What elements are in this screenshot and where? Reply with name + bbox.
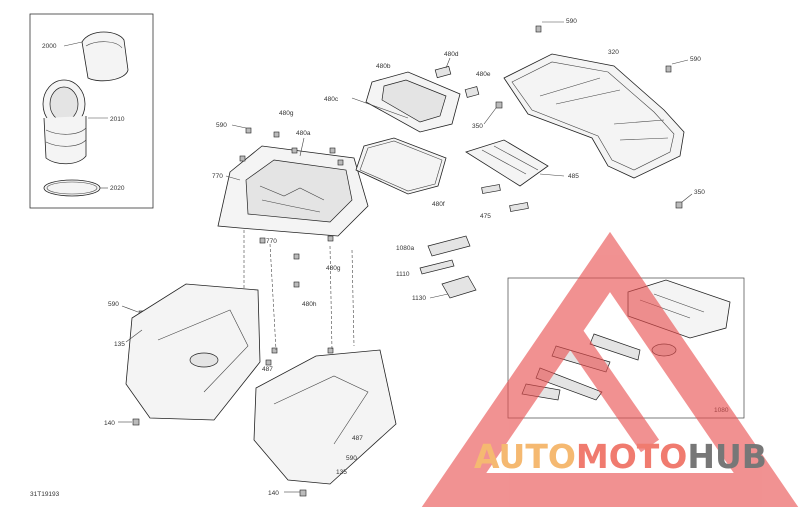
part-tool-1110 (419, 259, 455, 275)
part-rear-rack (503, 53, 685, 179)
callout-487-a: 487 (262, 366, 273, 373)
part-storage-lid (365, 71, 461, 133)
part-gasket (355, 137, 447, 195)
part-intake-cover (81, 31, 129, 82)
watermark-text: AUTOMOTOHUB (474, 437, 767, 476)
part-fender-right (253, 349, 397, 485)
callout-135-b: 135 (336, 469, 347, 476)
callout-480e-a: 480e (476, 71, 491, 78)
part-cargo-mat (465, 139, 549, 187)
part-clamp (43, 179, 101, 197)
callout-485: 485 (568, 173, 579, 180)
part-storage-tray (217, 145, 369, 237)
callout-487-b: 487 (352, 435, 363, 442)
callout-590-b: 590 (566, 18, 577, 25)
watermark-moto: MOTO (576, 437, 687, 476)
part-decal-b (509, 202, 529, 212)
callout-2000: 2000 (42, 43, 57, 50)
callout-770-a: 770 (212, 173, 223, 180)
callout-480d: 480d (444, 51, 459, 58)
part-pouch-1130 (441, 275, 477, 299)
callout-140-a: 140 (104, 420, 115, 427)
diagram-ref-code: 31T19193 (30, 491, 60, 498)
callout-770-b: 770 (266, 238, 277, 245)
callout-590-e: 590 (346, 455, 357, 462)
part-latch-480d (434, 65, 452, 79)
callout-480f: 480f (432, 201, 445, 208)
callout-480h: 480h (302, 301, 317, 308)
callout-350-b: 350 (694, 189, 705, 196)
callout-480c: 480c (324, 96, 339, 103)
callout-480b: 480b (376, 63, 391, 70)
callout-2020: 2020 (110, 185, 125, 192)
callout-480a: 480a (296, 130, 311, 137)
part-intake-duct (42, 79, 87, 165)
watermark-auto: AUTO (474, 437, 576, 476)
callout-590-a: 590 (216, 122, 227, 129)
callout-140-b: 140 (268, 490, 279, 497)
callout-350-a: 350 (472, 123, 483, 130)
callout-1130: 1130 (412, 295, 426, 302)
watermark-hub: HUB (687, 437, 767, 476)
part-latch-480e (464, 86, 480, 98)
part-fender-left (125, 283, 261, 421)
inset-frame-intake (29, 13, 154, 209)
callout-1110: 1110 (396, 271, 410, 278)
callout-135-a: 135 (114, 341, 125, 348)
callout-2010: 2010 (110, 116, 125, 123)
part-decal-a (481, 184, 501, 194)
callout-590-d: 590 (108, 301, 119, 308)
callout-480g-a: 480g (279, 110, 294, 117)
part-tool-1080a (427, 235, 471, 257)
callout-1080a: 1080a (396, 245, 414, 252)
callout-475: 475 (480, 213, 491, 220)
callout-320: 320 (608, 49, 619, 56)
watermark-logo-icon (421, 231, 799, 507)
callout-480g-b: 480g (326, 265, 341, 272)
callout-590-c: 590 (690, 56, 701, 63)
